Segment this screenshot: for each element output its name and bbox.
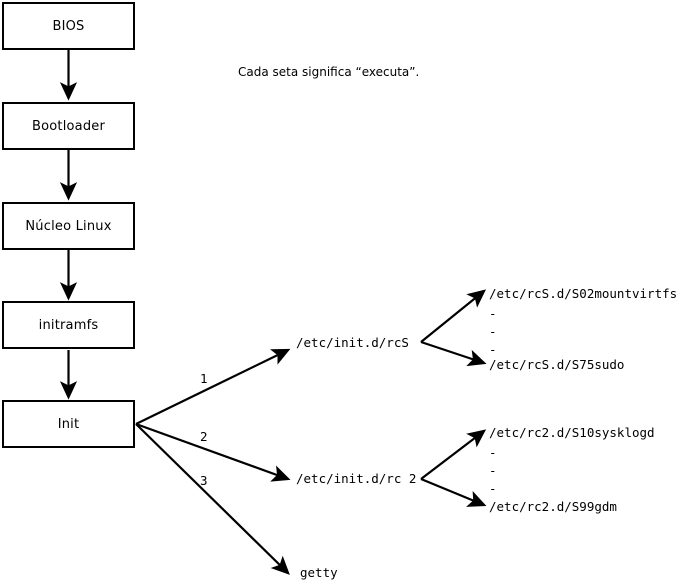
rc2-ellipsis-dash-1: - <box>489 445 497 460</box>
node-getty: getty <box>300 565 338 580</box>
node-bootloader: Bootloader <box>2 102 135 150</box>
node-initramfs: initramfs <box>2 301 135 349</box>
branch-number-2: 2 <box>200 429 208 444</box>
rcs-ellipsis-dash-2: - <box>489 324 497 339</box>
diagram-caption: Cada seta significa “executa”. <box>238 65 420 79</box>
rcs-fork-arrows <box>420 289 487 367</box>
node-kernel: Núcleo Linux <box>2 202 135 250</box>
branch-number-1: 1 <box>200 371 208 386</box>
rcs-ellipsis-dash-1: - <box>489 306 497 321</box>
branch-number-3: 3 <box>200 473 208 488</box>
node-kernel-label: Núcleo Linux <box>25 218 112 234</box>
node-bios-label: BIOS <box>52 18 85 34</box>
node-init-label: Init <box>57 416 80 432</box>
node-bootloader-label: Bootloader <box>31 118 106 134</box>
rc2-script-last: /etc/rc2.d/S99gdm <box>489 499 617 514</box>
node-initramfs-label: initramfs <box>38 317 99 333</box>
rcs-script-first: /etc/rcS.d/S02mountvirtfs <box>489 286 678 301</box>
node-init: Init <box>2 400 135 448</box>
rc2-fork-arrows <box>420 429 487 507</box>
node-rc2-script: /etc/init.d/rc 2 <box>296 471 417 486</box>
rc2-ellipsis-dash-2: - <box>489 463 497 478</box>
rcs-ellipsis-dash-3: - <box>489 342 497 357</box>
rc2-script-first: /etc/rc2.d/S10sysklogd <box>489 425 655 440</box>
node-rcs-script: /etc/init.d/rcS <box>296 335 409 350</box>
rc2-ellipsis-dash-3: - <box>489 481 497 496</box>
rcs-script-last: /etc/rcS.d/S75sudo <box>489 357 625 372</box>
init-branch-arrows <box>135 348 291 575</box>
node-bios: BIOS <box>2 2 135 50</box>
